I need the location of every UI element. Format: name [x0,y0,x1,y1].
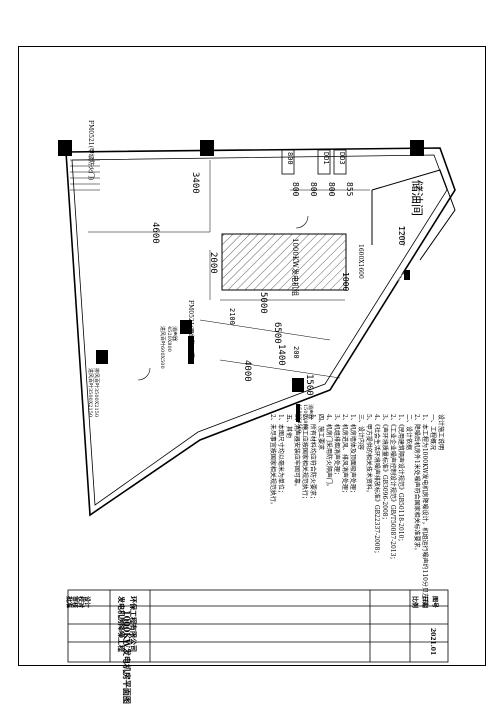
unit-bottom-a: 排风百叶3500X2150 [93,368,99,418]
stair-steps [70,159,100,191]
door-label-mid: FM0521(甲级防火门) [187,300,194,361]
dim-4000: 4000 [242,360,252,382]
note-line: 4、《社会生活环境噪声排放标准》GB22337-2008； [373,414,380,557]
unit-left-a: 消声器 [171,326,177,342]
title-block-frame [67,589,449,663]
box-label-dd1: DD1 [322,152,330,165]
box-label-800: 800 [286,152,294,165]
generator-label: 1000KW发电机组 [291,238,299,296]
note-line: 2、施工应按国家相关规范执行； [301,414,308,502]
note-line: 1、机房墙体及顶面吸声处理； [349,414,356,496]
design-notes: 设计施工说明 一、工程概况 1、本工程为1000KW发电机房降噪设计，机组运行噪… [268,414,444,611]
dim-1500: 1500 [304,374,314,396]
note-line: 3、机组排烟消声处理； [333,414,340,478]
note-line: 一、工程概况 [429,414,436,451]
note-line: 2、机房进风、排风消声处理； [341,414,348,496]
note-line: 2、《工业企业噪声控制设计规范》GB/T50087-2013； [389,414,396,563]
dim-2000: 2000 [208,252,218,274]
note-line: 设计施工说明 [437,414,444,451]
dim-1400: 1400 [276,344,286,366]
title-right-scale: 比例 [411,596,418,609]
dim-4600: 4600 [150,222,160,244]
dim-800-a: 800 [291,182,300,197]
dimension-lines [88,160,405,379]
title-right-number: 图号 [431,596,438,609]
oil-tank-label: 油箱 [397,272,403,283]
oil-pipe-label: 1600X1600 [357,244,364,279]
unit-left-c: 进风百叶600X500 [159,326,165,369]
unit-left-b: 4520X800 [166,326,172,352]
dim-2100: 2100 [228,308,236,325]
note-line: 3、《声环境质量标准》GB3096-2008； [381,414,388,523]
note-line: 二、设计依据 [405,414,412,451]
dim-3400: 3400 [190,172,200,194]
note-line: 4、机房门采用防火隔声门。 [325,414,332,490]
oil-room-label: 储油间 [410,180,424,217]
dim-800-c: 800 [327,182,336,197]
vent-openings [188,270,410,422]
note-line: 1、本图尺寸均以毫米为单位； [277,414,284,496]
note-line: 3、消声器安装应牢固可靠。 [293,414,300,490]
title-right-date: 日期 [421,596,428,609]
dim-855: 855 [345,182,354,197]
note-line: 三、设计内容 [357,414,364,451]
column [96,350,108,364]
column [58,140,72,156]
note-line: 5、甲方提供的相关技术资料。 [365,414,372,496]
drawing-frame [18,46,486,666]
title-date-value: 2021.01 [429,628,436,656]
columns [58,140,424,392]
door-label-top: FM0521(甲级防火门) [87,120,94,181]
dim-200: 200 [292,346,300,359]
column [180,320,192,334]
column [410,140,424,156]
note-line: 1、本工程为1000KW发电机房降噪设计，机组运行噪声约110分贝左右。 [421,414,428,611]
note-line: 1、《民用建筑隔声设计规范》GB50118-2010； [397,414,404,545]
title-drawing: 1000KW发电机房平面图 [122,610,132,704]
dim-1000: 1000 [341,272,350,292]
unit-bottom-b: 进风百叶3500X2150 [87,368,93,418]
dim-6500: 6500 [272,322,282,344]
dim-5000: 5000 [258,292,268,314]
column [200,140,214,156]
oil-room [371,169,456,261]
top-boxes [281,149,347,175]
column [292,378,304,392]
dim-800-b: 800 [309,182,318,197]
room-walls [65,147,456,517]
note-line: 四、施工要求 [317,414,324,451]
generator-set [221,233,347,291]
note-line: 2、未尽事宜按国家相关规范执行。 [269,414,276,508]
note-line: 2、降噪后机房外1米处噪声符合国家相关标准要求。 [413,414,420,554]
dim-1200: 1200 [397,226,406,246]
note-line: 五、其他 [285,414,292,439]
door-swings [137,215,309,381]
note-line: 1、所有材料均应符合防火要求； [309,414,316,502]
title-row-approve: 批准 [65,596,72,609]
box-label-dd3: DD3 [338,152,346,165]
